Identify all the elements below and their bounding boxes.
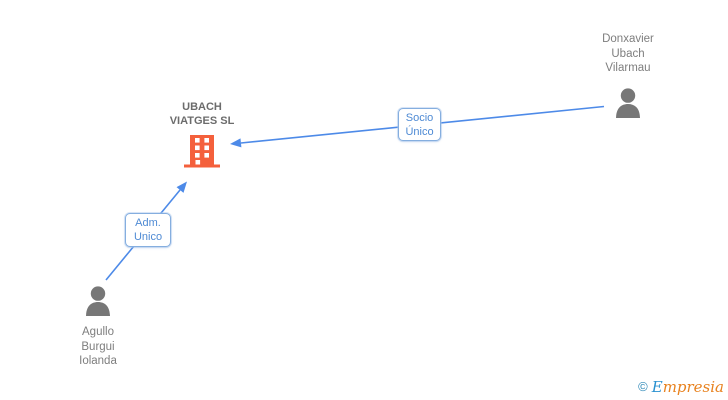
logo-brand-rest: mpresia <box>662 378 724 396</box>
person-name-line: Burgui <box>81 340 115 353</box>
company-name-line1: UBACH <box>182 101 222 113</box>
person-node-donxavier[interactable]: Donxavier Ubach Vilarmau <box>578 32 678 123</box>
empresia-logo[interactable]: ©Empresia <box>638 378 724 397</box>
person-icon[interactable] <box>613 87 643 118</box>
relation-label-adm-unico[interactable]: Adm. Unico <box>125 213 171 247</box>
logo-brand-initial: E <box>651 378 663 396</box>
person-name-line: Vilarmau <box>605 62 651 74</box>
person-node-agullo[interactable]: Agullo Burgui Iolanda <box>48 286 148 369</box>
socio-unico-arrowhead <box>230 138 242 148</box>
relation-label-line: Unico <box>133 231 163 243</box>
person-icon[interactable] <box>83 286 113 316</box>
adm-unico-arrowhead <box>176 181 187 193</box>
person-name-line: Iolanda <box>79 355 117 367</box>
company-name: UBACH VIATGES SL <box>152 100 252 128</box>
relation-label-line: Adm. <box>135 217 161 229</box>
person-name-line: Ubach <box>611 47 645 60</box>
person-name-agullo: Agullo Burgui Iolanda <box>48 325 148 369</box>
relation-label-line: Socio <box>405 112 434 124</box>
company-name-line2: VIATGES SL <box>169 115 235 127</box>
company-node[interactable]: UBACH VIATGES SL <box>152 100 252 168</box>
relation-label-socio-unico[interactable]: Socio Único <box>398 108 441 141</box>
person-name-donxavier: Donxavier Ubach Vilarmau <box>578 32 678 76</box>
relation-label-line: Único <box>405 126 434 138</box>
person-name-line: Donxavier <box>602 33 654 45</box>
company-building-icon[interactable] <box>184 135 220 168</box>
copyright-icon: © <box>638 379 648 394</box>
person-name-line: Agullo <box>82 326 114 338</box>
